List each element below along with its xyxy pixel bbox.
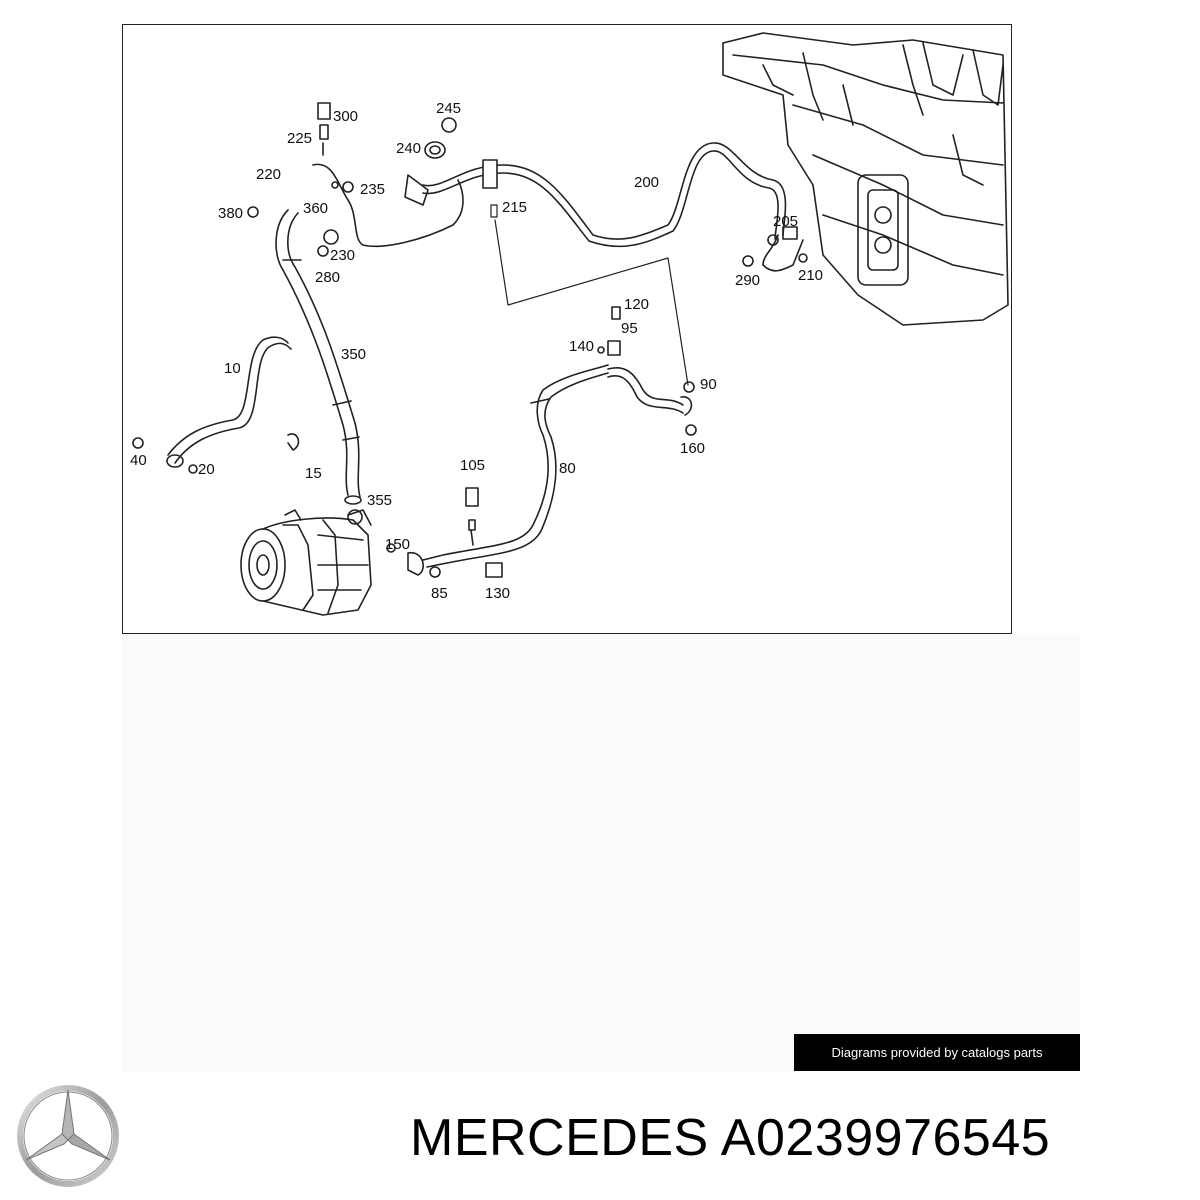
callout-215: 215 bbox=[502, 199, 528, 216]
credit-badge: Diagrams provided by catalogs parts bbox=[794, 1034, 1080, 1071]
blank-panel bbox=[122, 634, 1080, 1072]
hose-350 bbox=[275, 209, 362, 505]
hose-80 bbox=[422, 306, 697, 568]
callout-80: 80 bbox=[559, 460, 576, 477]
hose-10 bbox=[132, 336, 300, 474]
callout-245: 245 bbox=[436, 100, 462, 117]
parts-diagram: 300 245 225 240 220 235 380 360 215 200 … bbox=[122, 24, 1012, 634]
callout-300: 300 bbox=[333, 108, 359, 125]
mercedes-star-icon bbox=[17, 1085, 119, 1187]
callout-120: 120 bbox=[624, 296, 650, 313]
fitting-cluster-right bbox=[742, 226, 808, 272]
callout-205: 205 bbox=[773, 213, 799, 230]
callout-225: 225 bbox=[287, 130, 313, 147]
brand-name: MERCEDES bbox=[410, 1109, 709, 1167]
callout-360: 360 bbox=[303, 200, 329, 217]
callout-90: 90 bbox=[700, 376, 717, 393]
callout-290: 290 bbox=[735, 272, 761, 289]
callout-220: 220 bbox=[256, 166, 282, 183]
diagram-drawing bbox=[132, 32, 1009, 616]
callout-240: 240 bbox=[396, 140, 422, 157]
callout-105: 105 bbox=[460, 457, 486, 474]
callout-15: 15 bbox=[305, 465, 322, 482]
hvac-unit-drawing bbox=[722, 32, 1009, 326]
compressor-drawing bbox=[240, 509, 372, 616]
callout-200: 200 bbox=[634, 174, 660, 191]
callout-140: 140 bbox=[569, 338, 595, 355]
callout-130: 130 bbox=[485, 585, 511, 602]
callout-20: 20 bbox=[198, 461, 215, 478]
callout-160: 160 bbox=[680, 440, 706, 457]
callout-210: 210 bbox=[798, 267, 824, 284]
part-number: A0239976545 bbox=[720, 1109, 1051, 1167]
callout-10: 10 bbox=[224, 360, 241, 377]
callout-350: 350 bbox=[341, 346, 367, 363]
callout-40: 40 bbox=[130, 452, 147, 469]
refrigerant-line-200 bbox=[422, 142, 787, 266]
callout-235: 235 bbox=[360, 181, 386, 198]
part-title: MERCEDES A0239976545 bbox=[410, 1112, 1050, 1164]
fitting-cluster-top bbox=[247, 102, 464, 257]
callout-85: 85 bbox=[431, 585, 448, 602]
callout-230: 230 bbox=[330, 247, 356, 264]
fitting-cluster-bottom bbox=[386, 487, 503, 578]
callout-150: 150 bbox=[385, 536, 411, 553]
callout-380: 380 bbox=[218, 205, 244, 222]
leader-lines-215-90 bbox=[490, 204, 689, 386]
callout-355: 355 bbox=[367, 492, 393, 509]
callout-280: 280 bbox=[315, 269, 341, 286]
callout-95: 95 bbox=[621, 320, 638, 337]
